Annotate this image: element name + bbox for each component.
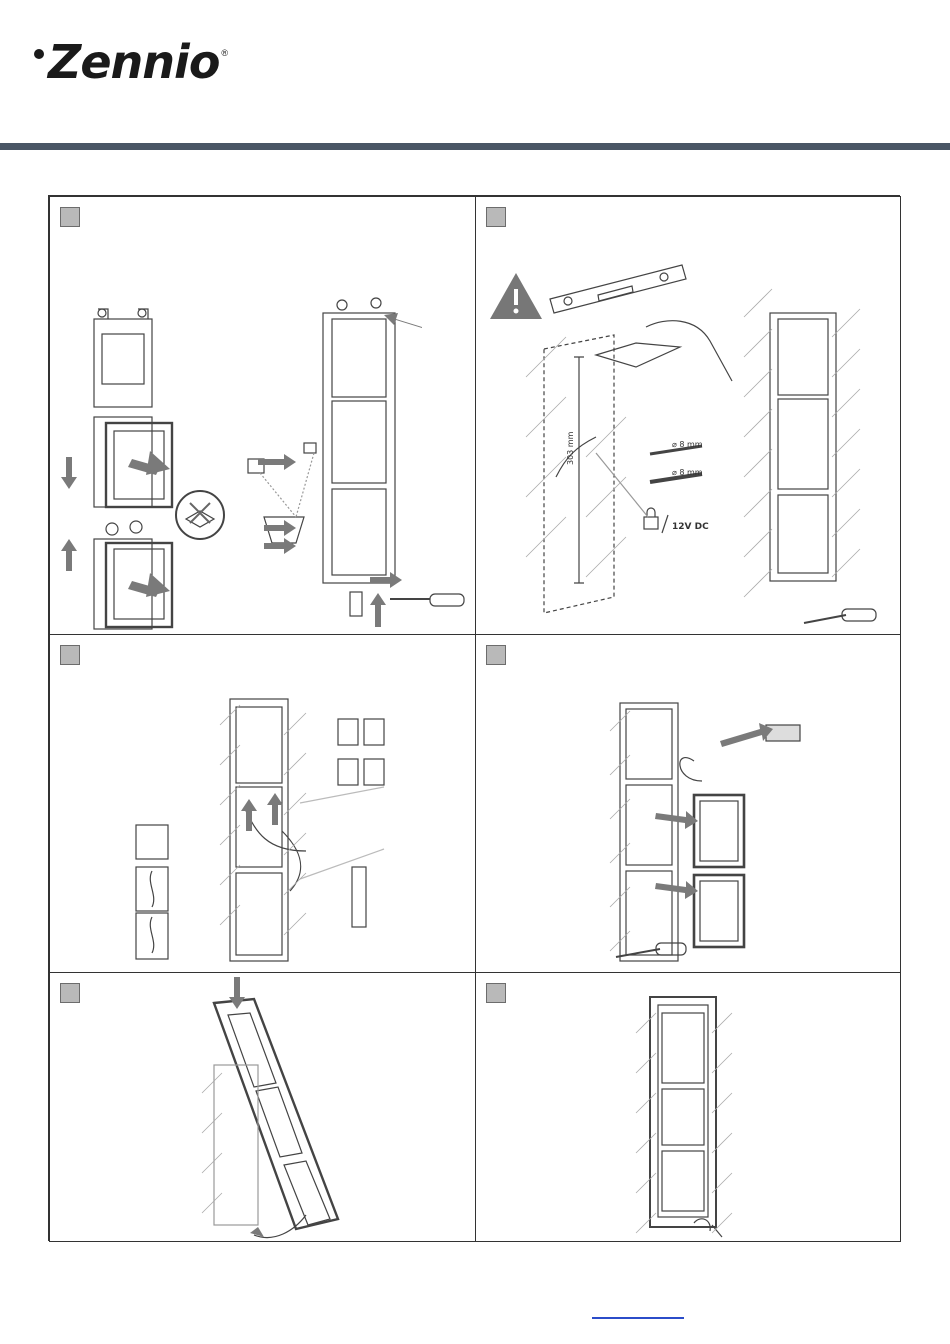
step-panel-2: 303 mm ⌀ 8 mm ⌀ 8 mm 12V DC — [475, 196, 901, 635]
step-panel-5 — [49, 972, 476, 1242]
drill-bit-label: ⌀ 8 mm — [672, 440, 703, 449]
installation-steps-grid: 303 mm ⌀ 8 mm ⌀ 8 mm 12V DC — [48, 195, 900, 1241]
step-4-illustration — [476, 635, 901, 973]
dimension-label: 303 mm — [566, 431, 575, 465]
step-2-illustration: 303 mm ⌀ 8 mm ⌀ 8 mm 12V DC — [476, 197, 901, 635]
step-panel-4 — [475, 634, 901, 973]
logo-dot — [34, 49, 44, 59]
step-3-illustration — [50, 635, 476, 973]
step-5-illustration — [50, 973, 476, 1242]
step-panel-3 — [49, 634, 476, 973]
registered-mark: ® — [221, 48, 228, 58]
step-panel-1 — [49, 196, 476, 635]
step-1-illustration — [50, 197, 476, 635]
logo-wordmark: Zennio — [48, 39, 219, 85]
header-rule — [0, 143, 950, 150]
step-panel-6 — [475, 972, 901, 1242]
step-6-illustration — [476, 973, 901, 1242]
power-label: 12V DC — [672, 522, 709, 532]
wall-plug-label: ⌀ 8 mm — [672, 468, 703, 477]
footer-link-underline[interactable] — [592, 1317, 684, 1319]
brand-logo: Zennio ® — [34, 36, 228, 88]
